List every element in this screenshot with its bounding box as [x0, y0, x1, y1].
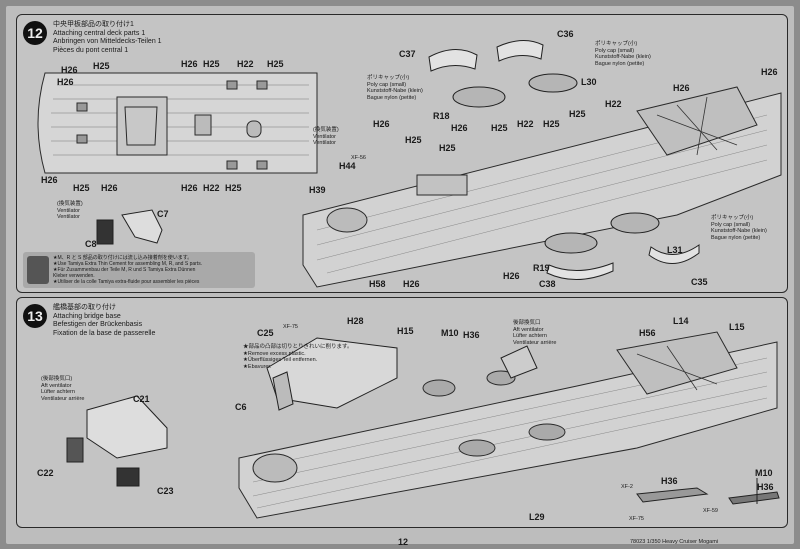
- cement-note-box: ★M、R と S 部品の取り付けには流し込み接着剤を使います。 ★Use Tam…: [23, 252, 255, 288]
- deck-plan: [37, 72, 318, 174]
- part-label: H26: [57, 77, 74, 87]
- aft-ventilator-part: [66, 395, 168, 487]
- bridge-base: [266, 337, 538, 411]
- part-label: H26: [761, 67, 778, 77]
- part-label: H58: [369, 279, 386, 289]
- paint-code: XF-75: [283, 324, 298, 330]
- paint-code: XF-2: [621, 484, 633, 490]
- part-label: C23: [157, 486, 174, 496]
- part-label: H25: [203, 59, 220, 69]
- part-label: H26: [181, 59, 198, 69]
- step-12-panel: 12 中央甲板部品の取り付け1 Attaching central deck p…: [16, 14, 788, 293]
- part-label: H22: [605, 99, 622, 109]
- part-label: L14: [673, 316, 689, 326]
- part-label: L15: [729, 322, 745, 332]
- footer-reference: 78023 1/350 Heavy Cruiser Mogami: [630, 539, 719, 545]
- part-label: C22: [37, 468, 54, 478]
- part-label: H25: [405, 135, 422, 145]
- part-label: H25: [439, 143, 456, 153]
- part-label: H26: [503, 271, 520, 281]
- part-label: H25: [225, 183, 242, 193]
- part-label: C8: [85, 239, 97, 249]
- aft-ventilator-caption: 後部換気口 Aft ventilator Lüfter achtern Vent…: [513, 320, 557, 346]
- hull-deck-3d: [238, 331, 778, 519]
- paint-code: XF-59: [703, 508, 718, 514]
- polycap-note: ポリキャップ(小) Poly cap (small) Kunststoff-Na…: [595, 41, 651, 67]
- cement-bottle-icon: [27, 256, 49, 284]
- part-label: C36: [557, 29, 574, 39]
- part-label: H26: [41, 175, 58, 185]
- ventilator-caption: (換気装置) Ventilator Ventilator: [57, 201, 83, 220]
- part-label: H56: [639, 328, 656, 338]
- step-12-drawing: [37, 40, 782, 288]
- part-label: C35: [691, 277, 708, 287]
- part-label: H25: [267, 59, 284, 69]
- part-label: H25: [491, 123, 508, 133]
- part-label: H15: [397, 326, 414, 336]
- part-label: C21: [133, 394, 150, 404]
- part-label: C38: [539, 279, 556, 289]
- aft-ventilator-caption: (後部換気口) Aft ventilator Lüfter achtern Ve…: [41, 376, 85, 402]
- part-label: C6: [235, 402, 247, 412]
- part-label: H22: [517, 119, 534, 129]
- ventilator-part: [96, 209, 163, 245]
- part-label: L30: [581, 77, 597, 87]
- instruction-sheet: 12 中央甲板部品の取り付け1 Attaching central deck p…: [6, 6, 794, 547]
- part-label: H36: [661, 476, 678, 486]
- step-13-panel: 13 艦橋基部の取り付け Attaching bridge base Befes…: [16, 297, 788, 528]
- page-number: 12: [398, 537, 409, 547]
- float-plane-detail: [636, 478, 780, 505]
- part-label: H25: [73, 183, 90, 193]
- part-label: H44: [339, 161, 356, 171]
- part-label: H26: [101, 183, 118, 193]
- part-label: H26: [403, 279, 420, 289]
- step-title: 中央甲板部品の取り付け1 Attaching central deck part…: [53, 21, 162, 54]
- part-label: L29: [529, 512, 545, 522]
- part-label: L31: [667, 245, 683, 255]
- step-number: 12: [23, 21, 47, 45]
- part-label: H26: [373, 119, 390, 129]
- ventilator-caption: (換気装置) Ventilator Ventilator: [313, 127, 339, 146]
- part-label: R19: [533, 263, 550, 273]
- polycap-note: ポリキャップ(小) Poly cap (small) Kunststoff-Na…: [367, 75, 423, 101]
- step-number: 13: [23, 304, 47, 328]
- part-label: H25: [93, 61, 110, 71]
- part-label: H26: [181, 183, 198, 193]
- step-13-drawing: [66, 331, 780, 519]
- part-label: H28: [347, 316, 364, 326]
- part-label: C7: [157, 209, 169, 219]
- paint-code: XF-75: [629, 516, 644, 522]
- part-label: H22: [237, 59, 254, 69]
- part-label: M10: [441, 328, 459, 338]
- step-title: 艦橋基部の取り付け Attaching bridge base Befestig…: [53, 304, 156, 337]
- part-label: H36: [463, 330, 480, 340]
- part-label: H36: [757, 482, 774, 492]
- part-label: M10: [755, 468, 773, 478]
- hull-deck-3d: [302, 86, 782, 288]
- removal-note: ★部品の凸部は切りとりきれいに削ります。 ★Remove excess plas…: [243, 344, 353, 370]
- part-label: H25: [569, 109, 586, 119]
- paint-code: XF-56: [351, 155, 366, 161]
- polycap-note: ポリキャップ(小) Poly cap (small) Kunststoff-Na…: [711, 215, 767, 241]
- part-label: H26: [673, 83, 690, 93]
- part-label: H22: [203, 183, 220, 193]
- part-label: H25: [543, 119, 560, 129]
- part-label: C37: [399, 49, 416, 59]
- gun-mount-discs: [428, 40, 700, 281]
- part-label: H39: [309, 185, 326, 195]
- part-label: H26: [451, 123, 468, 133]
- cement-note-text: ★M、R と S 部品の取り付けには流し込み接着剤を使います。 ★Use Tam…: [53, 255, 203, 285]
- part-label: R18: [433, 111, 450, 121]
- part-label: H26: [61, 65, 78, 75]
- part-label: C25: [257, 328, 274, 338]
